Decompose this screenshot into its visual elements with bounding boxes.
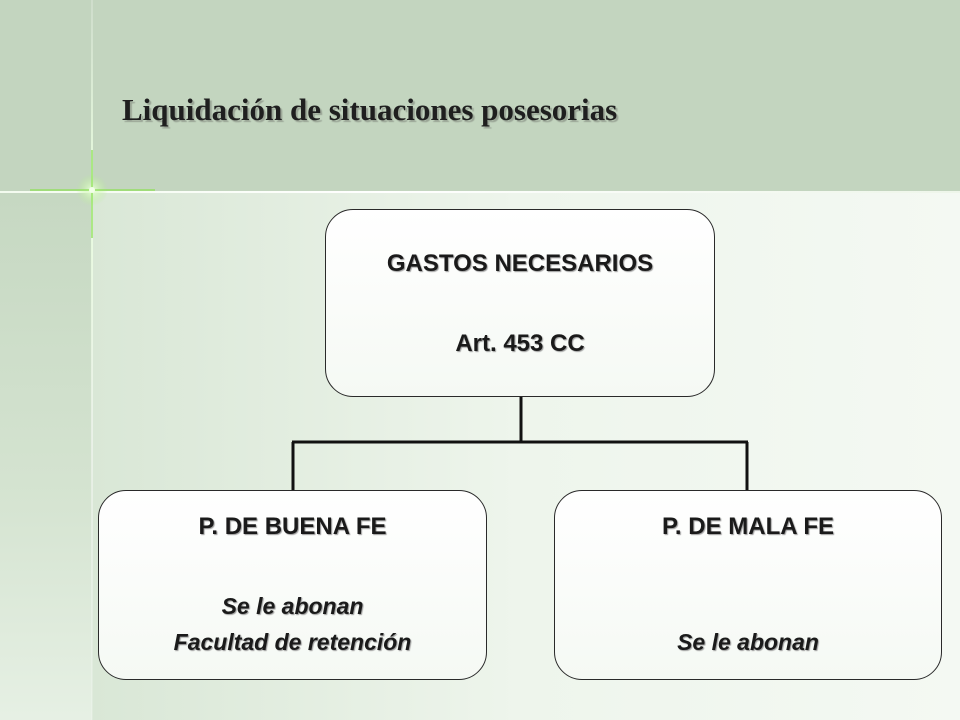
left-background-strip	[0, 192, 92, 720]
root-node-reference: Art. 453 CC	[455, 330, 585, 357]
header-band	[0, 0, 960, 192]
vertical-divider-line	[91, 0, 93, 720]
child-node-heading: P. DE MALA FE	[661, 513, 835, 540]
child-node-line: Facultad de retención	[173, 629, 412, 655]
header-divider-line	[0, 191, 960, 193]
child-node-line: Se le abonan	[221, 593, 364, 619]
child-node-heading: P. DE BUENA FE	[198, 513, 387, 540]
slide-title: Liquidación de situaciones posesorias	[122, 92, 618, 127]
child-node-mala-fe: P. DE MALA FE Se le abonan	[554, 490, 942, 680]
child-node-line: Se le abonan	[677, 629, 819, 655]
root-node-heading: GASTOS NECESARIOS	[386, 250, 654, 277]
root-node-gastos-necesarios: GASTOS NECESARIOS Art. 453 CC	[325, 209, 715, 397]
child-node-buena-fe: P. DE BUENA FE Se le abonan Facultad de …	[98, 490, 487, 680]
